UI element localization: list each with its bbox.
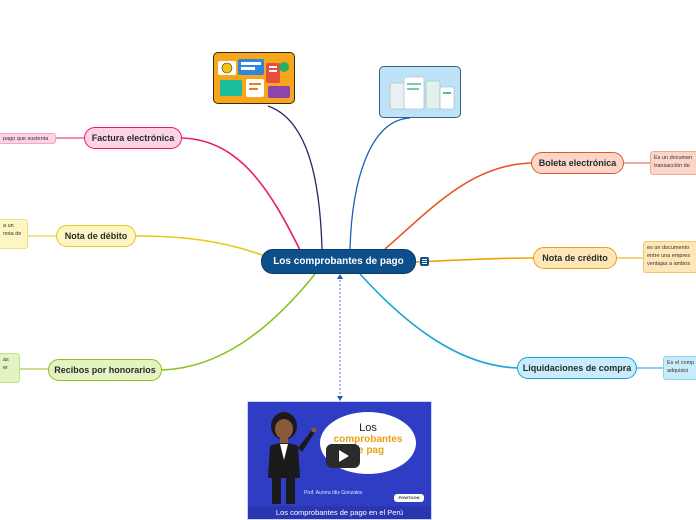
finance-clipart-image[interactable] [213, 52, 295, 104]
central-topic[interactable]: Los comprobantes de pago [261, 249, 416, 274]
connector-debito [135, 235, 263, 256]
video-author: Prof. Aurora Idis Gonzales [304, 490, 363, 496]
connector-image-left [267, 105, 323, 250]
note-factura-text: pago que sustenta [3, 136, 49, 142]
documents-clipart-image[interactable] [379, 66, 461, 118]
bubble-text-2: comprobantes [333, 434, 403, 445]
connector-boleta [384, 162, 532, 250]
connector-credito [415, 257, 534, 263]
note-liquidaciones[interactable]: Es el comp adquisici [663, 356, 696, 380]
play-icon[interactable] [326, 444, 360, 468]
brand-badge: POWTOON [394, 494, 424, 502]
bubble-text-3: de pag [351, 445, 385, 456]
connector-recibos [161, 273, 316, 371]
bubble-text-1: Los [359, 422, 377, 434]
note-debito-line-2: nota de [3, 231, 22, 237]
topic-boleta-electronica[interactable]: Boleta electrónica [531, 152, 624, 174]
note-credito-line-1: es un documento [647, 245, 690, 251]
topic-factura-electronica[interactable]: Factura electrónica [84, 127, 182, 149]
note-debito-line-1: a un [3, 223, 14, 229]
arrow-up-icon [337, 274, 343, 279]
topic-recibos-por-honorarios[interactable]: Recibos por honorarios [48, 359, 162, 381]
connector-image-right [349, 117, 411, 250]
topic-nota-de-debito[interactable]: Nota de débito [56, 225, 136, 247]
note-debito[interactable]: a un nota de [0, 219, 28, 249]
arrow-down-icon [337, 396, 343, 401]
teacher-avatar-icon [268, 412, 317, 504]
note-boleta-line-2: transacción de [654, 163, 690, 169]
note-boleta[interactable]: Es un documen transacción de [650, 151, 696, 175]
note-liquidaciones-line-2: adquisici [667, 368, 689, 374]
note-recibos-line-1: as [3, 357, 9, 363]
note-recibos-line-2: er [3, 365, 8, 371]
topic-liquidaciones-de-compra[interactable]: Liquidaciones de compra [517, 357, 637, 379]
note-factura[interactable]: pago que sustenta [0, 133, 56, 144]
video-thumbnail[interactable]: Los comprobantes de pag Prof. Aurora Idi… [247, 401, 432, 520]
note-credito-line-2: entre una empres [647, 253, 691, 259]
note-credito-line-3: ventajas a ambos [647, 261, 691, 267]
connector-factura [181, 137, 301, 251]
toggle-icon[interactable] [420, 257, 429, 266]
topic-nota-de-credito[interactable]: Nota de crédito [533, 247, 617, 269]
video-caption[interactable]: Los comprobantes de pago en el Perú [248, 506, 431, 519]
note-boleta-line-1: Es un documen [654, 155, 693, 161]
note-credito[interactable]: es un documento entre una empres ventaja… [643, 241, 696, 273]
note-liquidaciones-line-1: Es el comp [667, 360, 695, 366]
note-recibos[interactable]: as er [0, 353, 20, 383]
connector-liquidaciones [359, 273, 518, 369]
